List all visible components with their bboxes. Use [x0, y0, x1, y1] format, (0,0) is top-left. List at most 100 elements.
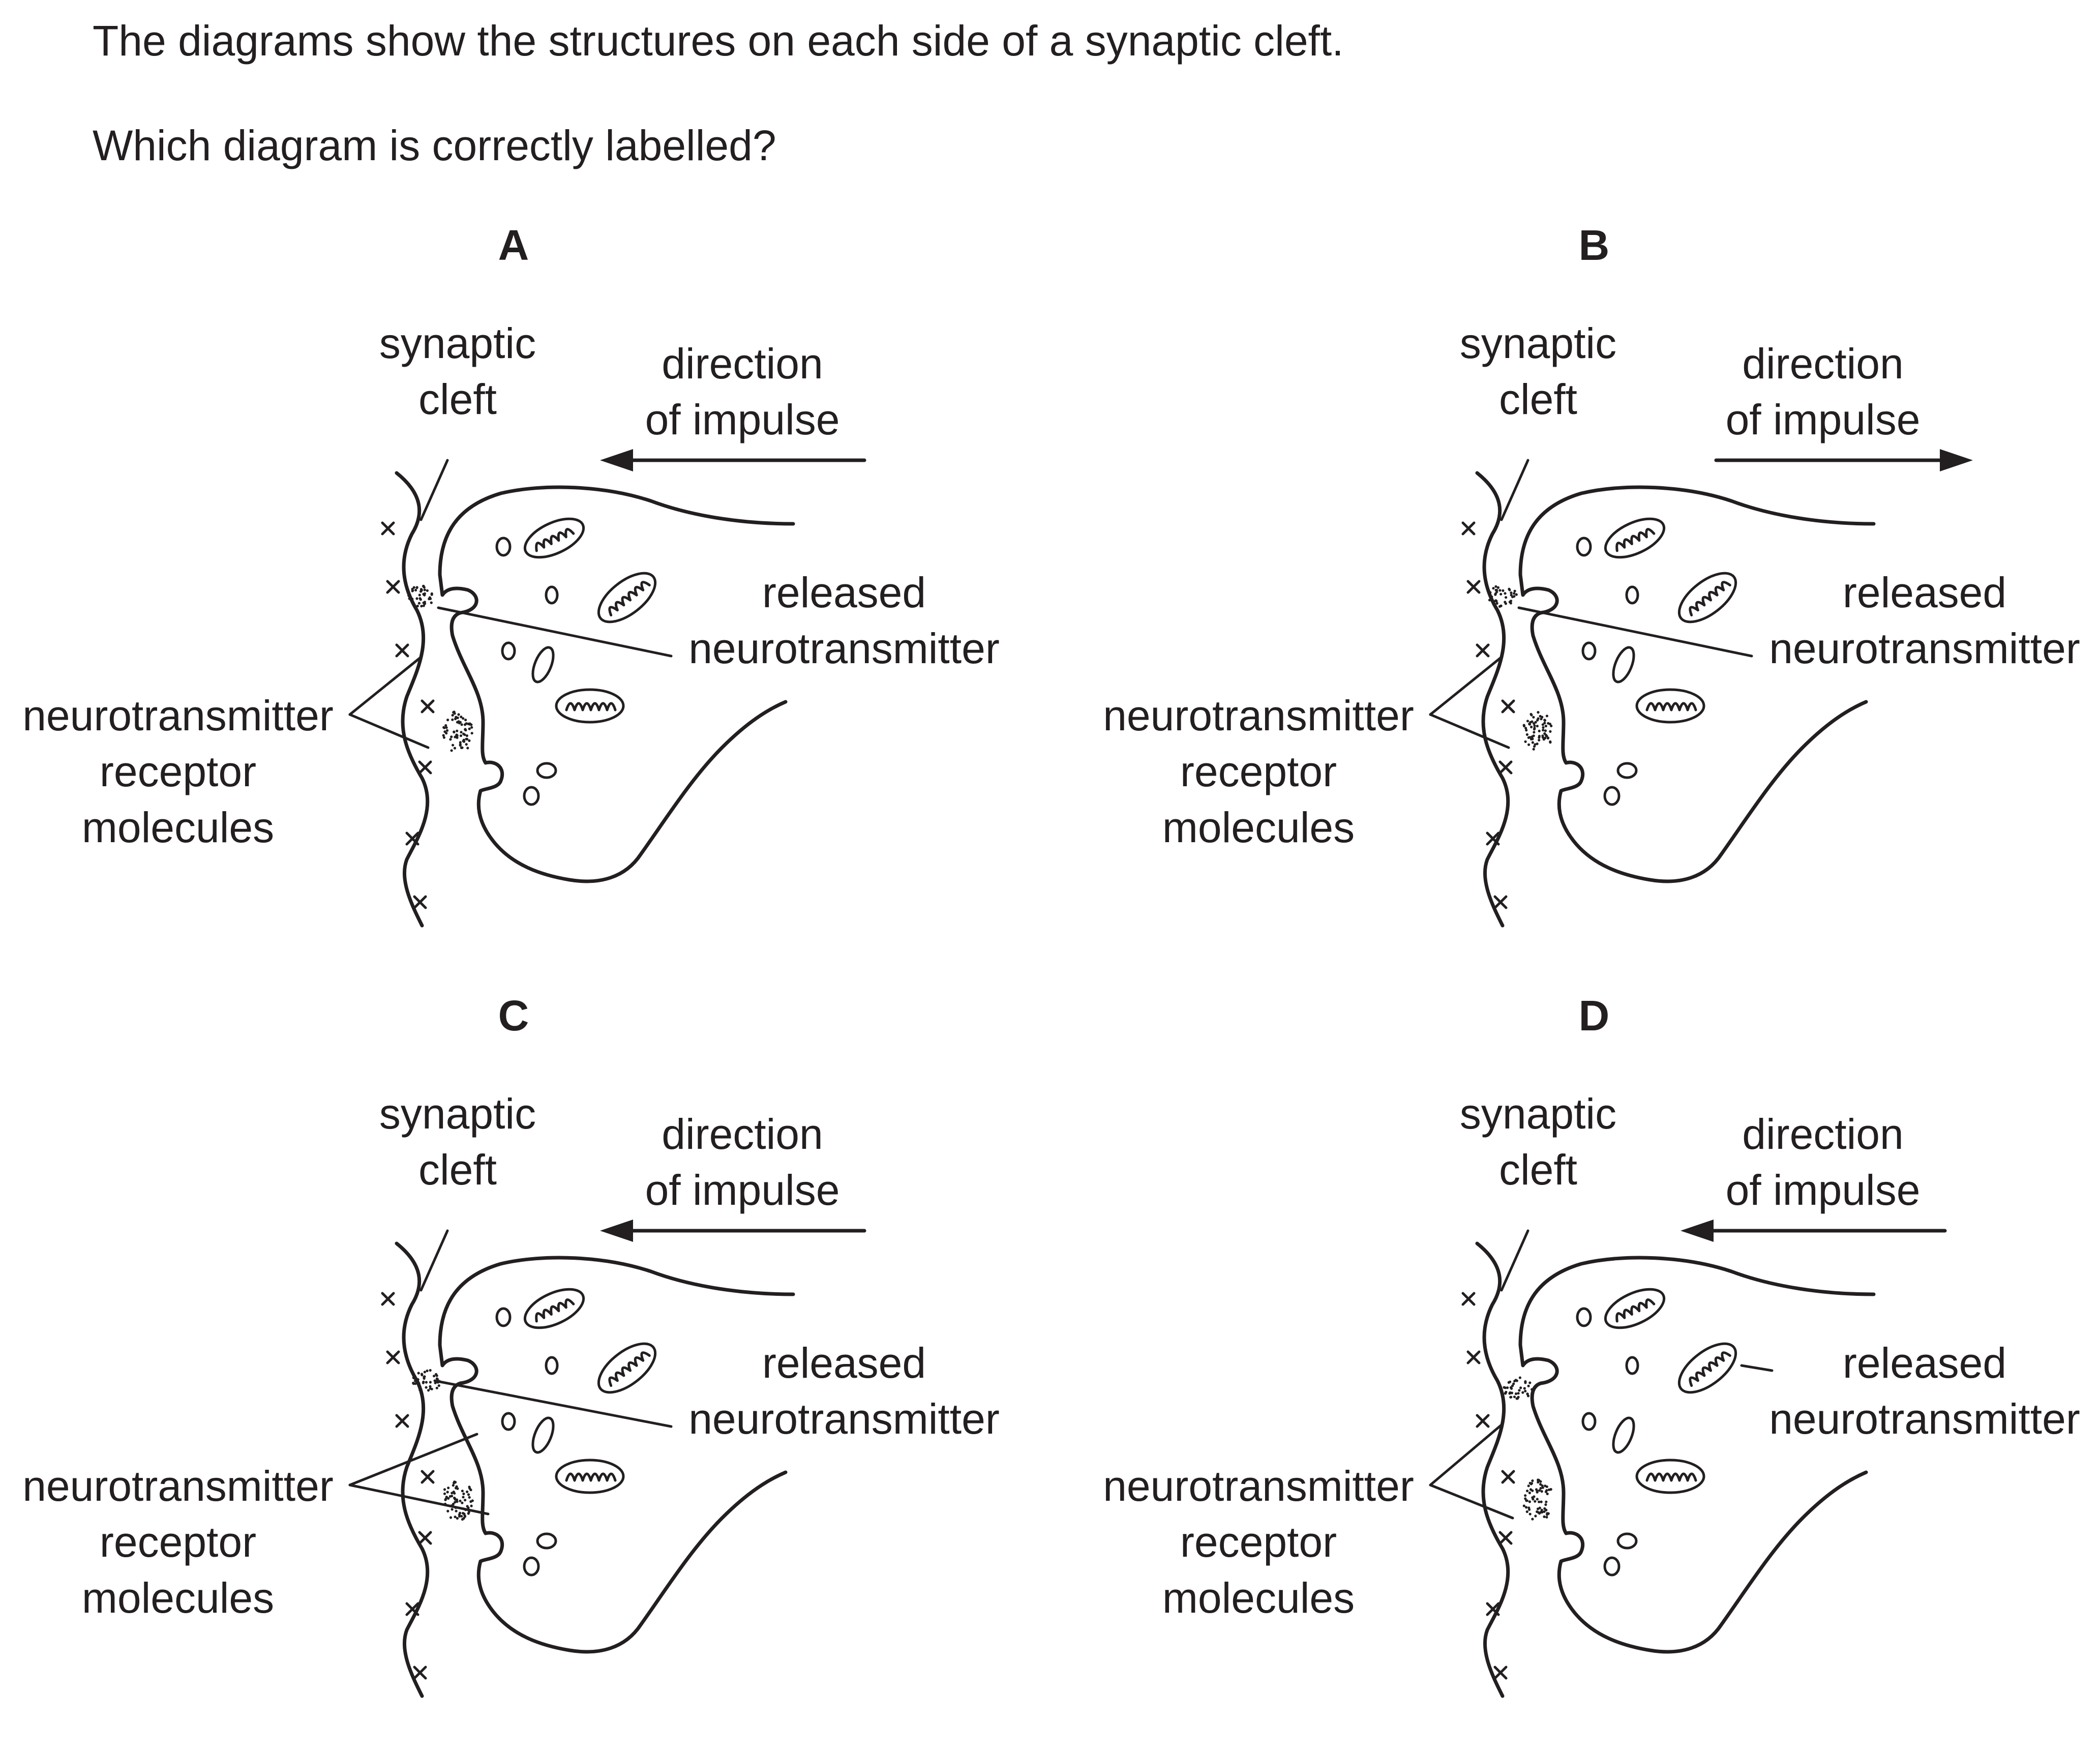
neurotransmitter-dot: [1531, 741, 1534, 744]
released-neurotransmitter-leader: [433, 1379, 673, 1428]
neurotransmitter-dot: [1519, 1386, 1522, 1389]
neurotransmitter-dot: [1528, 1491, 1531, 1495]
neurotransmitter-dot: [1526, 1490, 1529, 1493]
neurotransmitter-dot: [1532, 748, 1535, 751]
synapse-diagram: [348, 1220, 866, 1698]
neurotransmitter-dot: [1510, 1391, 1513, 1394]
neurotransmitter-dot: [1541, 1510, 1544, 1513]
neurotransmitter-dot: [412, 1381, 415, 1385]
neurotransmitter-dot: [416, 605, 419, 608]
neurotransmitter-dot: [450, 749, 453, 752]
neurotransmitter-dot: [417, 1382, 421, 1385]
neurotransmitter-dot: [462, 732, 465, 735]
neurotransmitter-dot: [442, 734, 445, 737]
neurotransmitter-dot: [461, 1501, 464, 1504]
postsynaptic-membrane: [395, 1241, 430, 1698]
neurotransmitter-dot: [415, 597, 418, 600]
neurotransmitter-dot: [445, 726, 448, 729]
neurotransmitter-dot: [1541, 1486, 1544, 1489]
neurotransmitter-dot: [467, 1493, 470, 1496]
neurotransmitter-dot: [1533, 1495, 1536, 1498]
neurotransmitter-dots-lower: [442, 710, 473, 752]
mitochondrion: [523, 1288, 585, 1329]
neurotransmitter-dot: [428, 598, 431, 601]
neurotransmitter-dot: [463, 1512, 466, 1516]
neurotransmitter-dot: [1504, 1386, 1507, 1389]
neurotransmitter-dot: [1525, 1499, 1528, 1502]
neurotransmitter-dot: [468, 739, 471, 742]
neurotransmitter-dot: [1508, 588, 1511, 591]
neurotransmitter-dots-upper: [407, 584, 433, 608]
synapse-diagram: [348, 449, 866, 928]
mitochondrion: [1604, 1288, 1666, 1329]
mitochondrion: [1635, 1459, 1705, 1494]
neurotransmitter-dot: [418, 1388, 422, 1391]
neurotransmitter-dot: [453, 747, 457, 750]
neurotransmitter-dot: [1531, 1388, 1534, 1391]
neurotransmitter-dot: [423, 593, 426, 597]
neurotransmitter-dot: [1542, 726, 1545, 729]
postsynaptic-membrane: [1475, 471, 1510, 928]
neurotransmitter-dot: [442, 736, 446, 739]
neurotransmitter-dot: [414, 588, 417, 591]
neurotransmitter-dot: [464, 1499, 467, 1502]
neurotransmitter-dot: [1524, 727, 1527, 730]
neurotransmitter-dot: [460, 723, 463, 726]
neurotransmitter-dot: [463, 1515, 467, 1518]
neurotransmitter-dot: [419, 590, 423, 593]
neurotransmitter-dot: [1538, 1489, 1541, 1492]
neurotransmitter-dot: [1526, 1392, 1529, 1395]
neurotransmitter-dot: [468, 1486, 471, 1489]
neurotransmitter-dot: [459, 1499, 462, 1502]
neurotransmitter-dot: [470, 732, 473, 735]
neurotransmitter-dot: [421, 1374, 424, 1377]
neurotransmitter-dot: [1533, 728, 1536, 731]
neurotransmitter-dot: [470, 1504, 473, 1507]
neurotransmitter-dot: [1534, 1500, 1537, 1503]
neurotransmitter-dot: [1533, 724, 1536, 727]
neurotransmitter-dot: [1549, 740, 1552, 743]
neurotransmitter-dot: [1521, 1391, 1524, 1394]
neurotransmitter-dot: [466, 737, 469, 740]
option-letter: D: [1578, 992, 1610, 1040]
neurotransmitter-dot: [443, 730, 446, 733]
neurotransmitter-dot: [1549, 1488, 1552, 1491]
neurotransmitter-dot: [1504, 602, 1507, 605]
neurotransmitter-dot: [408, 597, 411, 600]
neurotransmitter-dot: [435, 1377, 439, 1380]
neurotransmitter-dot: [1536, 719, 1539, 722]
question-prompt: Which diagram is correctly labelled?: [93, 122, 776, 169]
membrane-cross-marks: [381, 1292, 435, 1680]
neurotransmitter-dot: [455, 716, 458, 719]
neurotransmitter-dot: [415, 586, 418, 589]
presynaptic-knob: [438, 1256, 795, 1654]
neurotransmitter-dot: [425, 1381, 428, 1384]
neurotransmitter-dot: [1524, 740, 1527, 743]
neurotransmitter-dot: [452, 1502, 455, 1505]
neurotransmitter-dot: [465, 734, 469, 737]
neurotransmitter-dot: [1544, 725, 1547, 728]
neurotransmitter-dot: [1494, 599, 1497, 602]
vesicles: [495, 537, 559, 806]
neurotransmitter-dot: [1511, 596, 1514, 599]
neurotransmitter-dot: [451, 1492, 454, 1495]
neurotransmitter-dot: [1539, 1483, 1542, 1486]
membrane-cross-marks: [1461, 521, 1515, 909]
neurotransmitter-dot: [1530, 1482, 1534, 1485]
neurotransmitter-dot: [1536, 1498, 1539, 1501]
neurotransmitter-dot: [1510, 1395, 1513, 1399]
neurotransmitter-dot: [1509, 1380, 1512, 1383]
neurotransmitter-dot: [459, 744, 462, 747]
neurotransmitter-dot: [1545, 1485, 1548, 1488]
neurotransmitter-dot: [412, 603, 415, 606]
neurotransmitter-dot: [1546, 1492, 1549, 1495]
neurotransmitter-dot: [1540, 1490, 1543, 1493]
